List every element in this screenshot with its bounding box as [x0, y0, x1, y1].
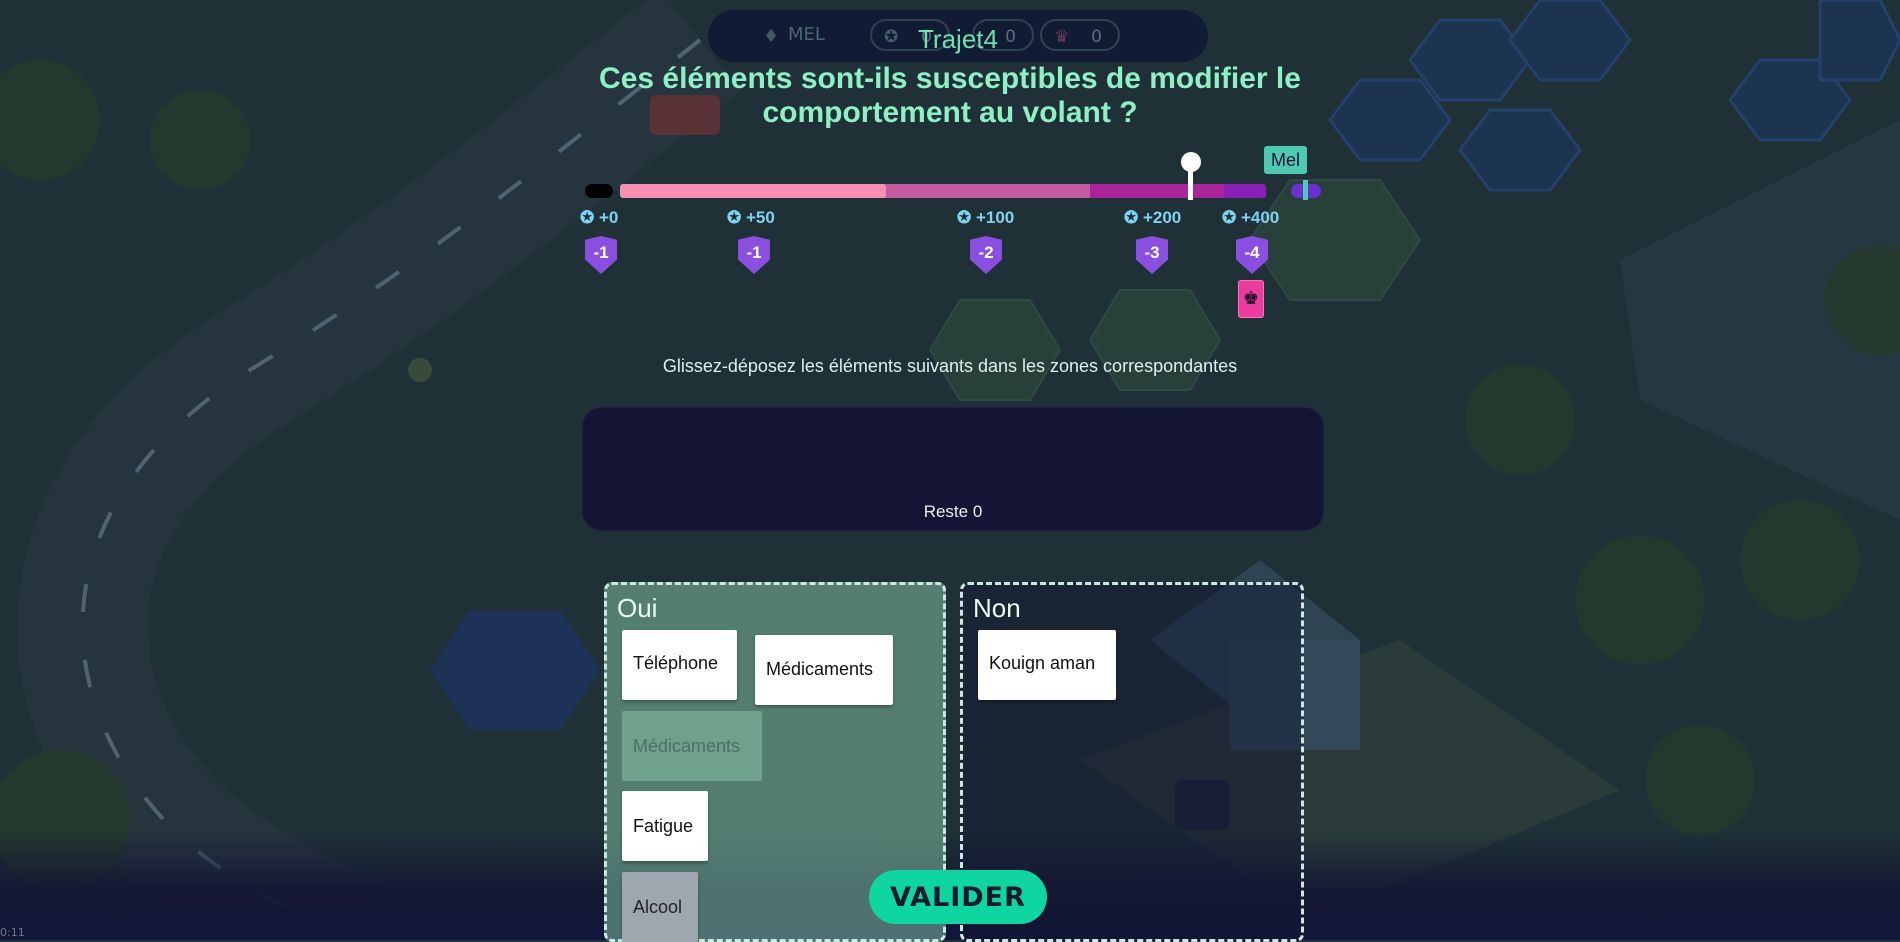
- validate-button[interactable]: VALIDER: [869, 870, 1047, 924]
- progress-start-cap: [585, 184, 613, 198]
- zone-title-no: Non: [973, 593, 1021, 623]
- question-text: Ces éléments sont-ils susceptibles de mo…: [599, 62, 1301, 129]
- player-tag: Mel: [1264, 146, 1308, 174]
- level-title: Trajet4: [918, 24, 998, 54]
- ribbon-icon: ✪: [1124, 208, 1143, 227]
- ribbon-icon: ✪: [580, 208, 599, 227]
- ribbon-icon: ✪: [884, 27, 899, 47]
- player-name: MEL: [788, 24, 825, 45]
- progress-segment-2: [886, 184, 1091, 198]
- draggable-item[interactable]: Alcool: [622, 872, 698, 942]
- score-progress: Mel ✪ +0 -1 ✪ +50 -1 ✪ +100 -2 ✪ +200 -3…: [580, 140, 1340, 340]
- progress-end-marker: [1303, 180, 1308, 200]
- ribbon-icon: ✪: [1222, 208, 1241, 227]
- ribbon-icon: ✪: [957, 208, 976, 227]
- remaining-count: Reste 0: [923, 502, 983, 521]
- badge-counter: ✪ 0: [870, 19, 950, 51]
- penalty-shield: -1: [585, 236, 617, 274]
- crown-counter: ♛ 0: [1040, 19, 1120, 51]
- drag-placeholder: Médicaments: [622, 711, 762, 781]
- crown-icon: ♛: [1054, 27, 1070, 47]
- coin-counter: 0: [972, 19, 1034, 51]
- current-position-pin: [1181, 152, 1201, 200]
- progress-track: [585, 152, 1321, 200]
- zone-title-yes: Oui: [617, 593, 658, 623]
- items-pool[interactable]: Reste 0: [583, 408, 1323, 530]
- penalty-shield: -2: [970, 236, 1002, 274]
- progress-segment-1: [620, 184, 887, 198]
- instruction-text: Glissez-déposez les éléments suivants da…: [662, 356, 1238, 376]
- progress-segment-3: [1090, 184, 1225, 198]
- draggable-item[interactable]: Médicaments: [755, 635, 893, 705]
- penalty-shield: -3: [1136, 236, 1168, 274]
- timer-text: 0:11: [0, 926, 25, 939]
- diamond-icon: ♦: [763, 26, 780, 47]
- draggable-item[interactable]: Téléphone: [622, 630, 737, 700]
- hud-bar: ♦ MEL ✪ 0 0 ♛ 0 Trajet4: [708, 10, 1208, 62]
- card-icon: ♚: [1238, 280, 1264, 318]
- ribbon-icon: ✪: [727, 208, 746, 227]
- penalty-shield: -4: [1236, 236, 1268, 274]
- progress-segment-4: [1224, 184, 1266, 198]
- draggable-item[interactable]: Fatigue: [622, 791, 708, 861]
- penalty-shield: -1: [738, 236, 770, 274]
- draggable-item[interactable]: Kouign aman: [978, 630, 1116, 700]
